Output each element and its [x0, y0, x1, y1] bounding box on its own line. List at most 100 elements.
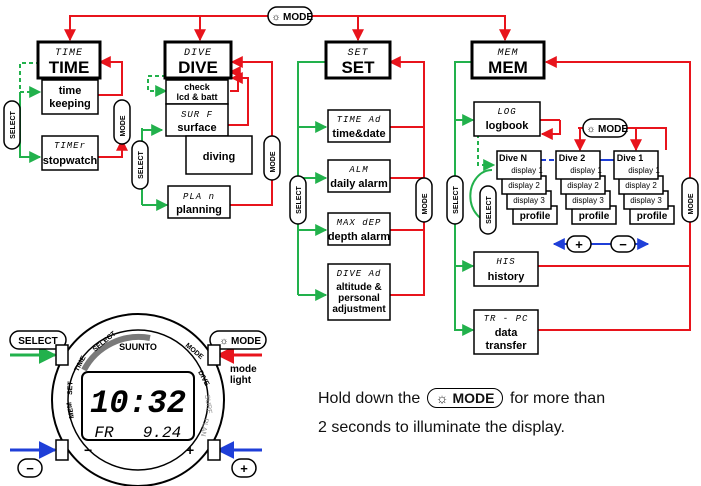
set-alt-label-line: adjustment: [332, 304, 386, 315]
planning-box[interactable]: [167, 185, 231, 219]
dive-display3: display 3: [572, 196, 604, 205]
surface-lcd: SUR F: [181, 110, 213, 120]
select-arrow: [19, 62, 42, 98]
history-lcd: HIS: [496, 257, 515, 267]
watch-button-select[interactable]: [55, 344, 69, 366]
dive-card-1[interactable]: [555, 150, 601, 180]
mode-header-mem[interactable]: [470, 40, 546, 80]
logbook-lcd: LOG: [497, 107, 516, 117]
select-button-dive-label: SELECT: [138, 150, 145, 178]
dive-title: Dive N: [499, 153, 527, 163]
dive-display2: display 2: [625, 181, 657, 190]
surface-label: surface: [177, 122, 216, 134]
minus-button-mem[interactable]: [610, 235, 636, 253]
watch-date: 9.24: [143, 424, 181, 442]
mode-light-label: mode light: [230, 364, 259, 386]
watch-brand: SUUNTO: [119, 342, 157, 352]
select-button-set[interactable]: [289, 175, 307, 225]
set-alarm-lcd: ALM: [348, 165, 368, 175]
mode-button-logbook[interactable]: [582, 118, 628, 138]
set-alt-label-line: altitude &: [336, 282, 382, 293]
dive-profile: profile: [579, 211, 610, 222]
mode-button-mem-label: MODE: [688, 193, 695, 214]
select-pill-watch[interactable]: [9, 330, 67, 350]
mode-button-dive-label: MODE: [270, 151, 277, 172]
watch-plus-mark: +: [186, 442, 194, 458]
mode-button-set[interactable]: [415, 177, 433, 223]
mode-header-set[interactable]: [324, 40, 392, 80]
mode-mem-lcd: MEM: [497, 48, 518, 59]
check-label-line: lcd & batt: [176, 92, 217, 102]
sun-icon: ☼: [219, 336, 228, 347]
set-depth-box[interactable]: [327, 212, 391, 246]
check-label-line: check: [184, 82, 211, 92]
select-button-mem[interactable]: [446, 175, 464, 225]
watch-button-mode[interactable]: [207, 344, 221, 366]
diving-box[interactable]: [185, 135, 253, 175]
dive-display1: display 1: [511, 166, 543, 175]
planning-lcd: PLA n: [183, 192, 215, 202]
logbook-label: logbook: [486, 120, 530, 132]
set-time_date-lcd: TIME Ad: [337, 115, 382, 125]
stopwatch-lcd: TIMEr: [54, 141, 86, 151]
logbook-box[interactable]: [473, 101, 541, 137]
minus-pill-watch[interactable]: [17, 458, 43, 478]
mode-chip[interactable]: ☼ MODE: [426, 388, 504, 408]
select-button-set-label: SELECT: [296, 185, 303, 213]
plus-pill-label: +: [240, 461, 248, 476]
timekeeping-box[interactable]: [41, 79, 99, 115]
select-button-mem-label: SELECT: [453, 185, 460, 213]
set-alt-label-line: personal: [338, 293, 380, 304]
mode-set-label: SET: [341, 58, 375, 77]
dive-profile: profile: [637, 211, 668, 222]
mode-button-logbook-label: MODE: [598, 124, 628, 135]
planning-label: planning: [176, 204, 222, 216]
mode-button-top[interactable]: [267, 6, 313, 26]
mode-button-dive[interactable]: [263, 135, 281, 181]
select-button-logbook[interactable]: [479, 185, 497, 235]
transfer-box[interactable]: [473, 309, 539, 355]
mode-button-time[interactable]: [113, 99, 131, 145]
set-alt-box[interactable]: [327, 263, 391, 321]
plus-pill-watch[interactable]: [231, 458, 257, 478]
stopwatch-label: stopwatch: [43, 155, 98, 167]
watch-label-mem: MEM: [66, 401, 76, 418]
plus-button-mem[interactable]: [566, 235, 592, 253]
set-alarm-label: daily alarm: [330, 178, 388, 190]
mode-header-dive[interactable]: [163, 40, 233, 80]
dive-card-2[interactable]: [613, 150, 659, 180]
mode-dive-label: DIVE: [178, 58, 218, 77]
set-alarm-box[interactable]: [327, 159, 391, 193]
mode-pill-watch[interactable]: [209, 330, 267, 350]
set-depth-lcd: MAX dEP: [337, 218, 382, 228]
select-button-time[interactable]: [3, 100, 21, 150]
history-box[interactable]: [473, 251, 539, 287]
watch-button-plus[interactable]: [207, 439, 221, 461]
watch-label-set: SET: [67, 380, 74, 395]
dive-card-0[interactable]: [496, 150, 542, 180]
stopwatch-box[interactable]: [41, 135, 99, 171]
transfer-label-line: transfer: [486, 340, 528, 352]
watch-button-minus[interactable]: [55, 439, 69, 461]
mode-cycle-line: [64, 15, 270, 42]
watch-time-display: 10:32: [90, 385, 186, 422]
mode-button-mem[interactable]: [681, 177, 699, 223]
dive-display3: display 3: [630, 196, 662, 205]
mode-button-top-label: MODE: [283, 12, 313, 23]
minus-label: −: [619, 237, 627, 252]
select-button-dive[interactable]: [131, 140, 149, 190]
mode-mem-label: MEM: [488, 58, 528, 77]
mode-arrow: [388, 56, 425, 128]
watch-ring: [67, 329, 209, 471]
set-alt-lcd: DIVE Ad: [337, 269, 382, 279]
mode-header-time[interactable]: [36, 40, 102, 80]
select-arrow: [147, 75, 168, 97]
history-label: history: [488, 271, 526, 283]
minus-pill-label: −: [26, 461, 34, 476]
dive-display1: display 1: [628, 166, 660, 175]
diving-label: diving: [203, 151, 235, 163]
set-time_date-box[interactable]: [327, 109, 391, 143]
mode-cycle-line: [312, 15, 511, 42]
